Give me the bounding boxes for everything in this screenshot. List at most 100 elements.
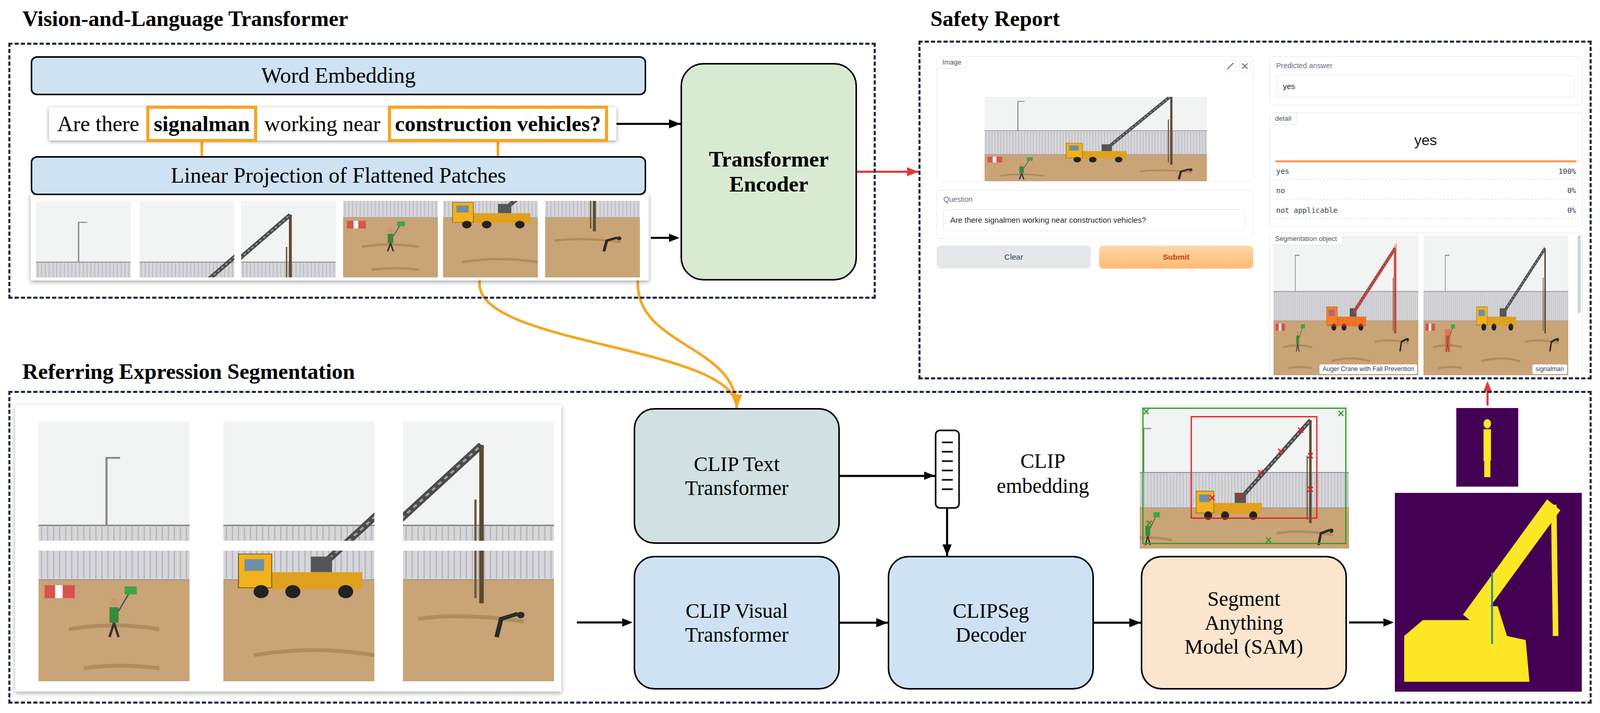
image-gap [38,540,190,551]
signalman-legs [96,319,103,329]
lamp-post [87,222,96,262]
input-image-card [15,405,562,692]
flag-stick [398,225,406,237]
barrier [346,220,366,229]
bbox-outer [1142,408,1346,544]
vector-cells [941,442,953,490]
row-dividers [1275,179,1577,219]
ground-marks [374,238,621,270]
crane-lattice [208,214,291,285]
flag [1301,324,1305,329]
crane-boom [208,214,291,285]
signalman-vest [171,607,181,624]
truck-window [456,205,469,213]
layout-arrow [1483,381,1492,406]
ui-text: yes [1276,166,1290,177]
truck-wheel [489,220,499,229]
arrow-shaft [1349,621,1385,624]
ui-text: detail [1269,112,1297,125]
truck-window [463,205,476,213]
process-box: Segment Anything Model (SAM) [1140,556,1347,690]
truck-window [244,559,265,571]
box-label: CLIP Visual Transformer [658,599,815,648]
scrollbar [1577,235,1581,314]
barrier-stripe [992,156,997,163]
boom-base [339,556,361,573]
barrier-stripe [55,585,64,599]
lamp-post [169,458,183,526]
flag-stick [181,593,192,612]
barrier-stripe [353,220,359,229]
embedding-box: Word Embedding [30,56,647,96]
point-marks [1143,409,1344,544]
report-image [984,85,1207,199]
bbox-image [1107,405,1350,575]
mask-ground [1456,408,1519,487]
signalman-vest [80,310,87,320]
truck-bed [467,213,538,224]
signalman-vest [387,233,394,244]
truck-wheel [1073,156,1081,163]
flag-stick [94,301,102,313]
image-gap [223,540,375,551]
projection-box: Linear Projection of Flattened Patches [30,156,647,196]
box-label: Linear Projection of Flattened Patches [170,162,507,188]
truck-bed [279,572,392,589]
truck-window [273,559,294,571]
flag [186,586,199,595]
embedding-vector [935,430,960,509]
signalman-legs [393,243,399,252]
wall [1107,472,1350,509]
boom-base [310,556,333,573]
signalman-head [171,598,181,607]
icon-button [1239,60,1251,72]
mask-image [1394,493,1582,692]
worker-head [1188,168,1193,171]
truck-wheel [1089,156,1097,163]
mask-ground [1394,493,1582,692]
ui-text: Submit [1163,252,1190,262]
ui-text: Clear [1004,252,1024,262]
flag [105,298,114,304]
signalman-legs [89,319,96,329]
wall-edge [101,525,554,581]
mask-boom [1469,505,1555,621]
flag [124,586,137,595]
ui-card: Image [936,56,1254,182]
truck-cab [1066,143,1083,158]
signalman-vest [400,233,407,244]
worker-head [616,236,622,241]
ui-card: Auger Crane with Fall Preventionsignalma… [1269,232,1583,378]
crane-lattice [1107,95,1171,148]
mask-image [1456,408,1519,487]
wall-ribs [986,131,1206,154]
wall-ribs [104,526,551,579]
ui-card: detailyesyes100%no0%not applicable0% [1269,112,1583,227]
ui-text: 0% [1567,205,1577,216]
auger-flight [285,246,288,306]
flag-stick [152,593,163,612]
annotation-label: CLIP embedding [985,448,1101,499]
worker-body [603,237,617,252]
truck-cab [155,279,177,299]
worker-body [284,314,298,329]
truck-wheel [514,220,525,229]
wall [51,262,336,295]
boom-base [505,204,519,214]
sky [984,85,1207,199]
flag-stick [1299,328,1303,338]
flag [397,221,406,227]
signalman-vest [1145,525,1151,536]
ground [44,294,330,355]
signalman-head [80,305,87,310]
worker-head [1329,528,1334,534]
truck-wheel [285,585,301,599]
arrow-shaft [576,621,624,624]
dashed-panel: ImageQuestionAre there signalmen working… [918,40,1592,380]
worker-body [496,613,519,638]
ui-text: Are there [57,111,140,136]
worker-head [1406,337,1409,342]
ground-marks [131,616,524,669]
ground-marks [70,315,317,347]
layout-arrow [576,618,633,627]
